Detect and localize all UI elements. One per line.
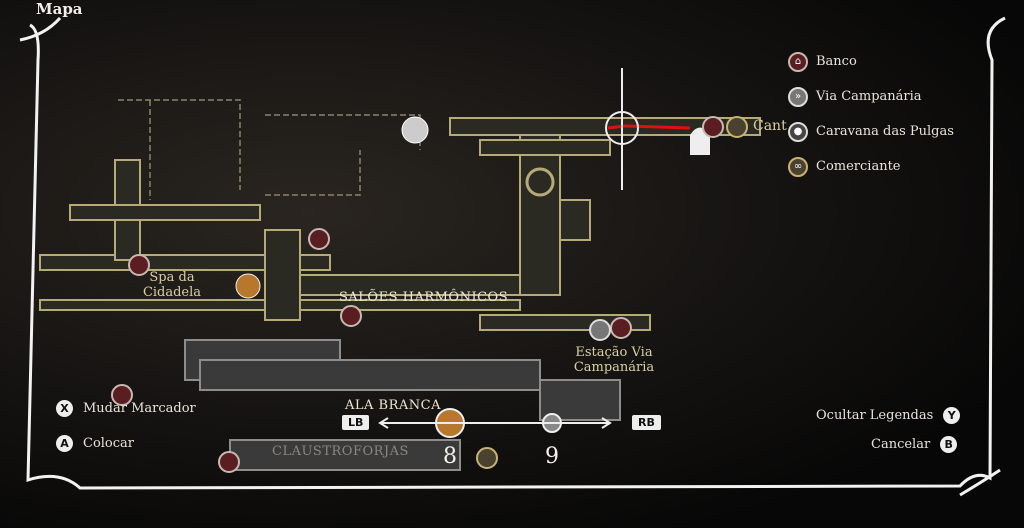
legend-item-merchant: ∞Comerciante [788, 149, 954, 184]
place-label-spa: Spa da Cidadela [142, 270, 202, 300]
legend-item-bench: ⌂Banco [788, 44, 954, 79]
x-button-icon: X [56, 400, 73, 417]
merchant-marker [476, 447, 498, 469]
marker-count-left: 8 [443, 444, 457, 469]
bench-icon: ⌂ [788, 51, 808, 72]
drawn-path [607, 124, 691, 130]
place-label-station: Estação Via Campanária [573, 345, 655, 375]
quest-marker-icon [235, 273, 261, 299]
merchant-marker [726, 116, 748, 138]
map-unexplored [118, 99, 421, 200]
map-pin-icon [401, 116, 429, 144]
map-legend: ⌂Banco »Via Campanária ●Caravana das Pul… [788, 44, 954, 184]
bellway-icon: » [788, 86, 808, 107]
area-label-whiteward: ALA BRANCA [345, 398, 441, 413]
legend-item-flea-caravan: ●Caravana das Pulgas [788, 114, 954, 149]
rb-button[interactable]: RB [632, 415, 661, 430]
area-label-salons: SALÕES HARMÔNICOS [339, 290, 509, 305]
legend-item-bellway: »Via Campanária [788, 79, 954, 114]
marker-count-right: 9 [545, 444, 559, 469]
b-button-icon: B [940, 436, 958, 453]
lb-button[interactable]: LB [342, 415, 370, 430]
bellway-marker [589, 319, 611, 341]
flea-caravan-icon: ● [788, 121, 808, 142]
page-title: Mapa [36, 0, 83, 18]
a-button-icon: A [56, 435, 73, 452]
y-button-icon: Y [943, 407, 961, 424]
merchant-icon: ∞ [788, 156, 808, 177]
place-label-cant: Cant [753, 118, 787, 134]
area-label-claustroforjas: CLAUSTROFORJAS [272, 444, 409, 459]
